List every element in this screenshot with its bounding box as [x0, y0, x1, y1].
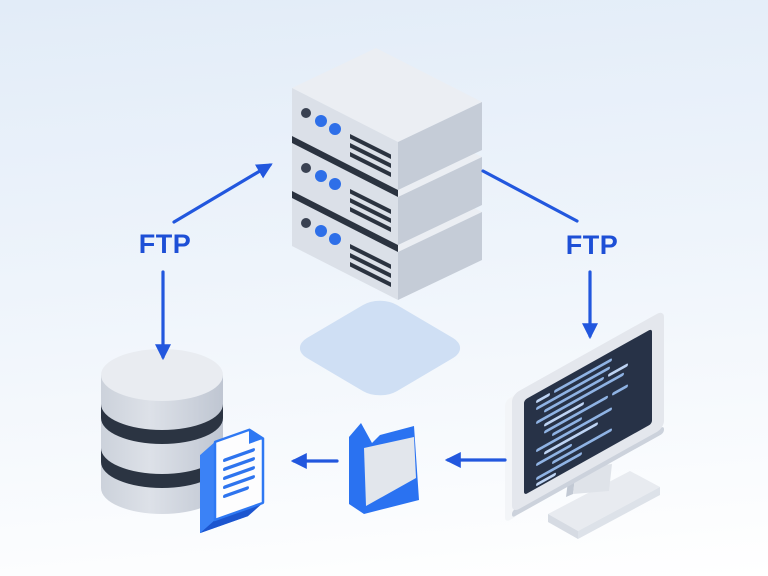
ftp-label-left: FTP: [138, 229, 192, 259]
arrow-ftp-left-to-server: [172, 163, 273, 224]
line-server-to-ftp-right: [481, 169, 579, 223]
monitor-icon: [505, 312, 664, 539]
folder-icon: [349, 423, 419, 514]
center-tile: [299, 300, 461, 396]
server-stack-icon: [292, 48, 482, 300]
database-icon: [101, 349, 223, 514]
ftp-label-right: FTP: [565, 230, 619, 260]
document-icon: [200, 428, 265, 534]
